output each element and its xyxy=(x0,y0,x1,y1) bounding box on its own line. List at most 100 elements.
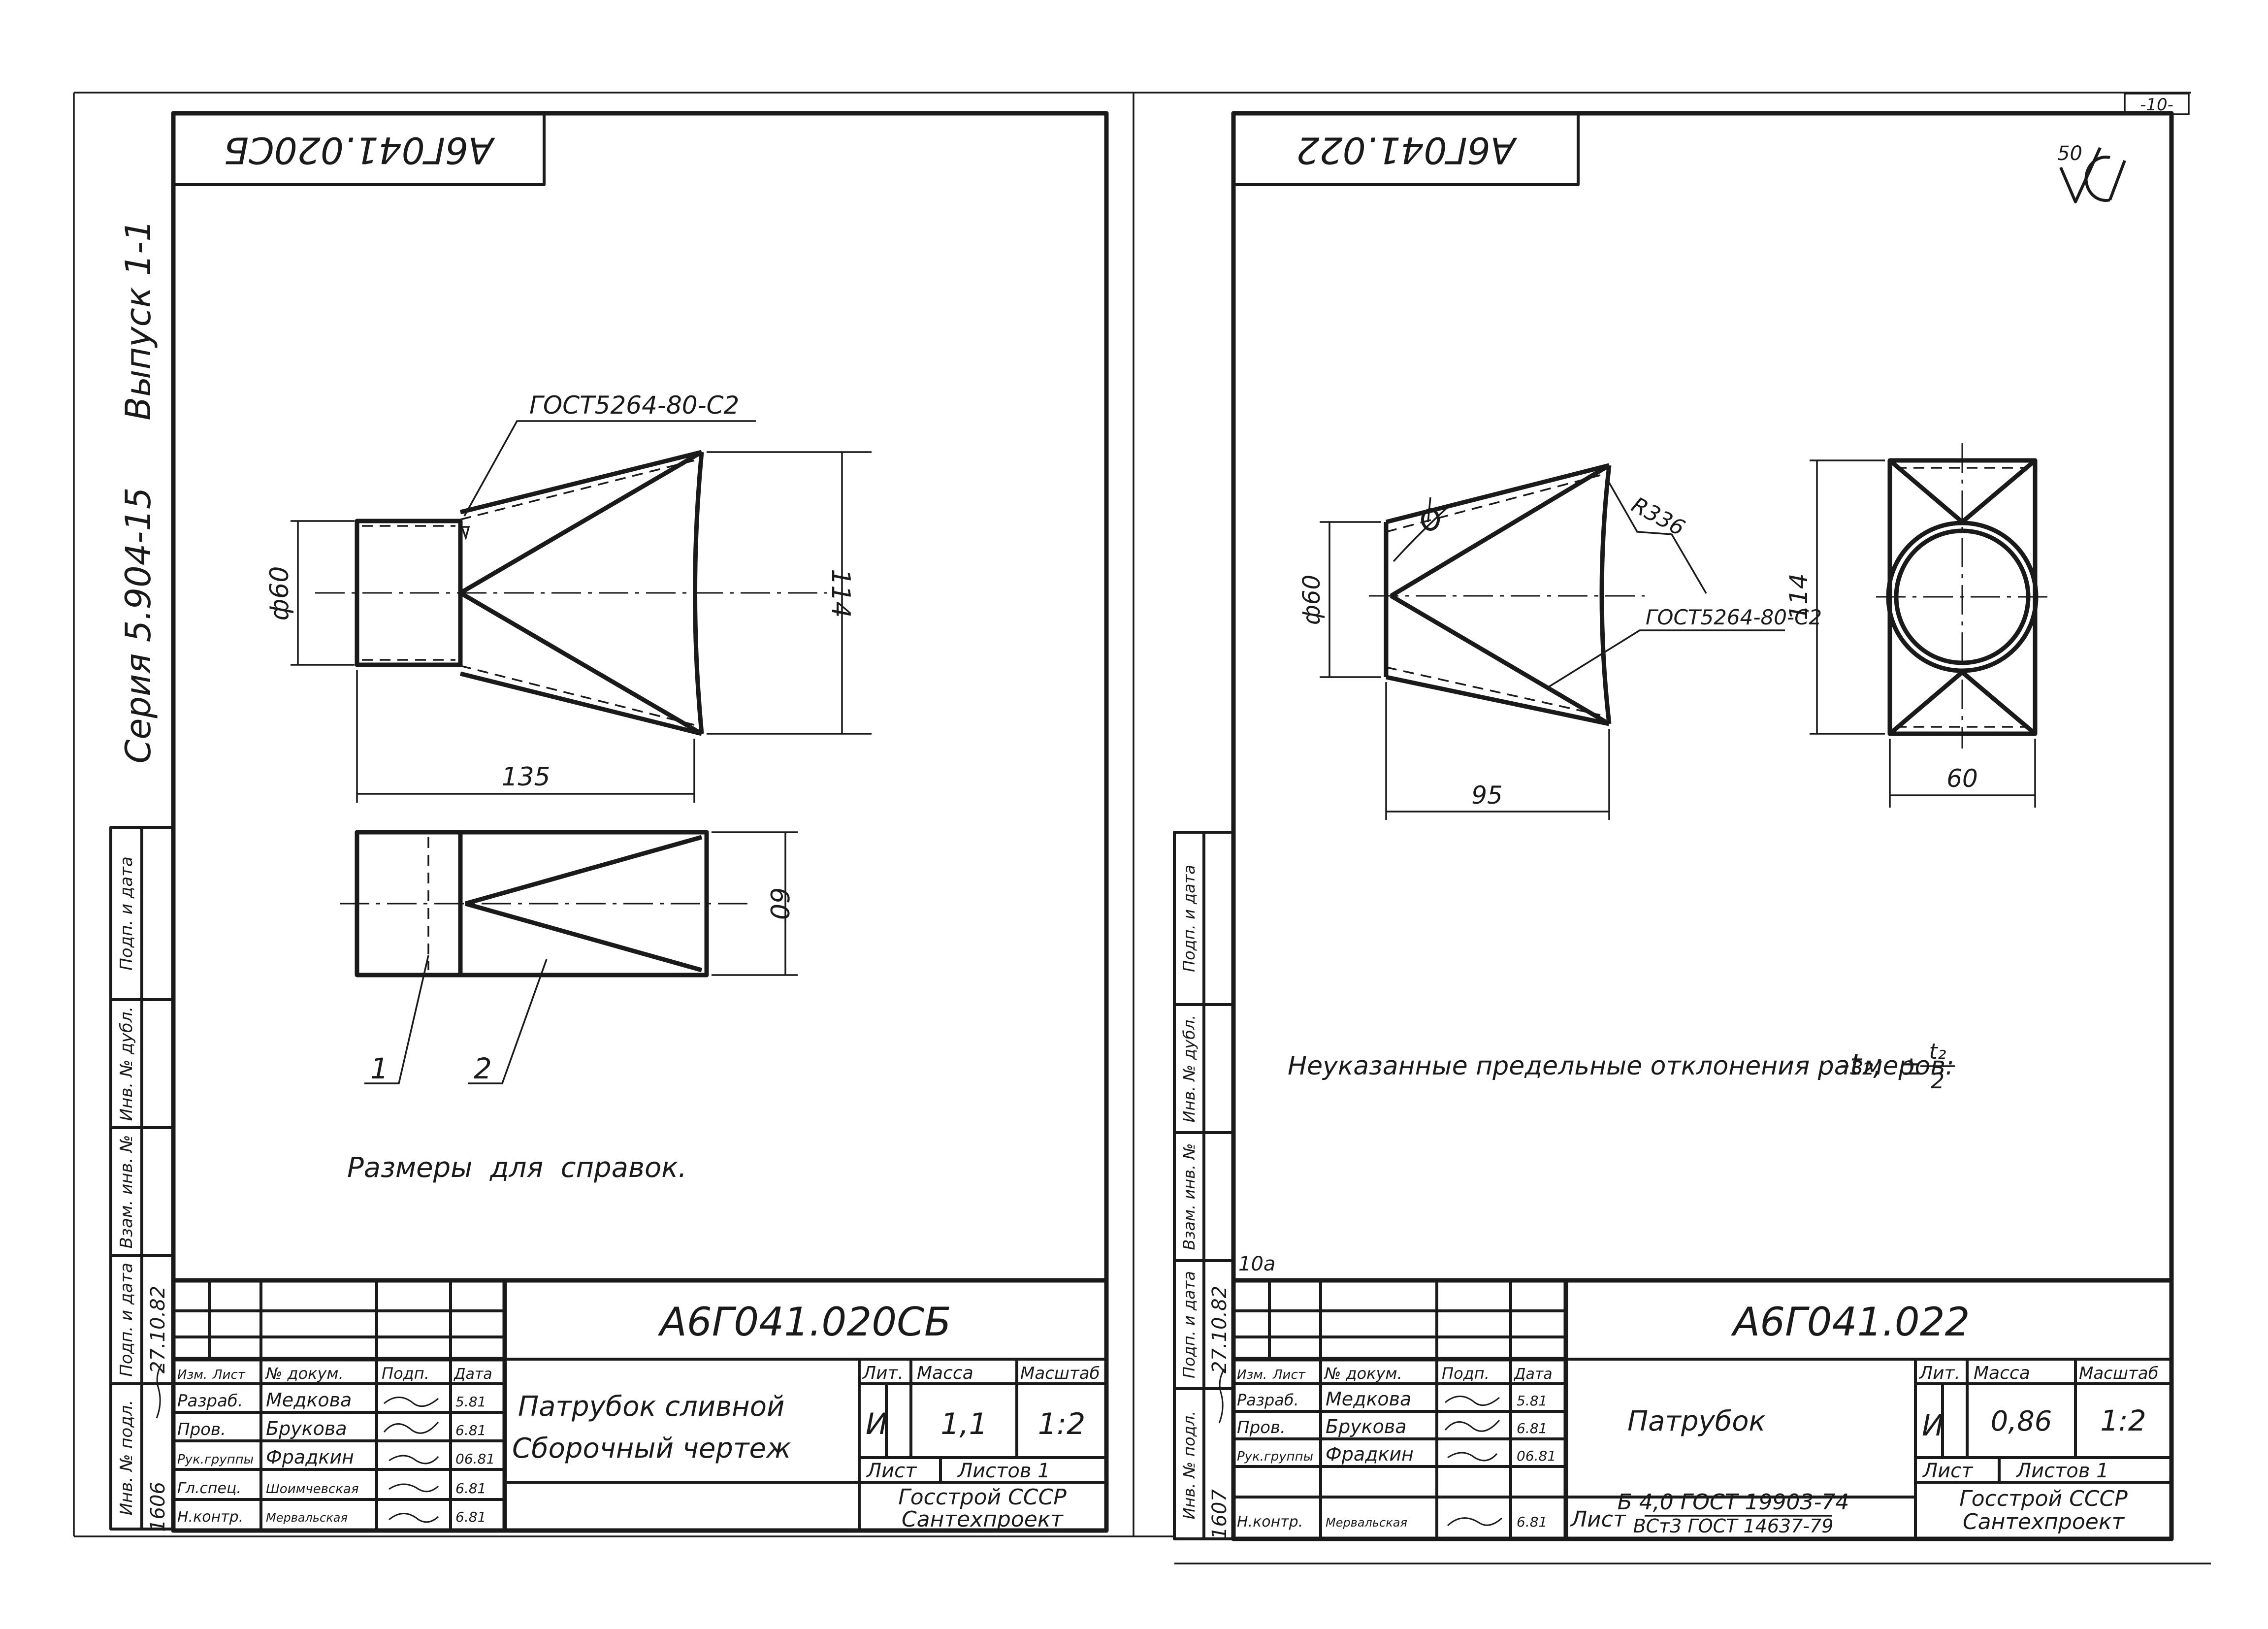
left-dim-dia: ф60 xyxy=(265,566,294,621)
right-tb-name-1: Медкова xyxy=(1326,1388,1411,1410)
right-tb-scale-label: Масштаб xyxy=(2079,1364,2159,1383)
left-callout-leader-1 xyxy=(364,955,429,1084)
left-tb-mass: 1,1 xyxy=(940,1407,987,1441)
left-tb-sheets-label: Листов 1 xyxy=(957,1460,1050,1482)
left-frame xyxy=(171,111,1109,1533)
left-sheet: А6Г041.020СБ Серия 5.904-15 Выпуск 1-1 П… xyxy=(73,92,1174,1537)
right-dimensions-front xyxy=(1320,521,1610,820)
left-tb-signature-5 xyxy=(389,1513,439,1523)
left-tb-code: А6Г041.020СБ xyxy=(657,1299,951,1345)
left-stamp-label-2: Инв. № дубл. xyxy=(117,1007,136,1121)
left-tb-mass-label: Масса xyxy=(917,1363,973,1383)
left-tb-role-2: Пров. xyxy=(177,1420,226,1439)
left-tb-date-4: 6.81 xyxy=(455,1480,486,1497)
left-code-top: А6Г041.020СБ xyxy=(224,129,495,171)
left-stamp-signature xyxy=(156,1364,162,1419)
left-tb-name-2: Брукова xyxy=(266,1418,347,1439)
left-tb-date-1: 5.81 xyxy=(455,1394,486,1410)
right-tolerance-num: t₂ xyxy=(1929,1039,1946,1064)
left-tb-head-sign: Подп. xyxy=(382,1364,429,1383)
right-dim-dia: ф60 xyxy=(1298,575,1326,625)
right-dim-width: 60 xyxy=(1946,764,1978,793)
right-dim-length: 95 xyxy=(1471,781,1503,810)
right-tolerance-sign: ± xyxy=(1901,1051,1922,1081)
right-roughness-value: 50 xyxy=(2057,142,2082,165)
left-weld-leader xyxy=(463,420,756,517)
right-tb-lit-label: Лит. xyxy=(1918,1363,1960,1383)
left-stamp-label-1: Подп. и дата xyxy=(117,856,136,971)
left-tb-head-date: Дата xyxy=(453,1366,492,1383)
right-tb-head-doc: № докум. xyxy=(1324,1364,1402,1383)
left-tb-scale: 1:2 xyxy=(1038,1407,1086,1441)
right-tb-signature-2 xyxy=(1444,1420,1500,1432)
left-reference-note: Размеры для справок. xyxy=(347,1152,687,1184)
right-tb-head-list: Лист xyxy=(1272,1368,1306,1382)
left-code-box xyxy=(173,113,546,186)
left-stamp-date: 27.10.82 xyxy=(147,1286,169,1373)
right-tb-signature-3 xyxy=(1447,1452,1498,1462)
right-tb-name-3: Фрадкин xyxy=(1326,1443,1414,1465)
right-tb-org-1: Госстрой СССР xyxy=(1959,1486,2128,1511)
left-weld-note: ГОСТ5264-80-С2 xyxy=(529,391,739,420)
left-tb-name-3: Фрадкин xyxy=(266,1446,354,1468)
right-tb-signature-4 xyxy=(1447,1517,1502,1527)
left-tb-name-4: Шоимчевская xyxy=(266,1482,358,1497)
right-corner-mark: -10- xyxy=(2140,95,2173,115)
right-tb-mass: 0,86 xyxy=(1991,1405,2052,1437)
right-tolerance-note: Неуказанные предельные отклонения размер… xyxy=(1288,1051,1954,1081)
right-tb-name-4: Мервальская xyxy=(1326,1516,1407,1530)
left-dim-length: 135 xyxy=(501,762,550,792)
roughness-symbol xyxy=(2059,147,2126,203)
right-tb-signature-1 xyxy=(1445,1396,1500,1406)
left-callout-leader-2 xyxy=(468,959,548,1084)
right-weld-note: ГОСТ5264-80-С2 xyxy=(1646,605,1822,629)
right-tb-sheets-label: Листов 1 xyxy=(2015,1460,2109,1482)
right-stamp-label-1: Подп. и дата xyxy=(1180,865,1199,972)
right-tb-date-1: 5.81 xyxy=(1517,1393,1547,1409)
left-callout-1: 1 xyxy=(370,1052,389,1085)
right-tb-date-2: 6.81 xyxy=(1517,1420,1547,1436)
left-stamp-label-5: Инв. № подл. xyxy=(117,1400,136,1516)
right-stamp-signature xyxy=(1218,1368,1225,1424)
right-corner-box xyxy=(2124,93,2190,115)
right-sheet: -10- А6Г041.022 50 Подп. и дата Инв. № д… xyxy=(1134,92,2211,1564)
left-tb-scale-label: Масштаб xyxy=(1020,1364,1100,1383)
right-tb-date-3: 06.81 xyxy=(1517,1448,1556,1464)
right-stamp-label-4: Подп. и дата xyxy=(1180,1271,1199,1378)
right-stamp-date: 27.10.82 xyxy=(1208,1286,1231,1373)
right-tb-material-2: ВСт3 ГОСТ 14637-79 xyxy=(1633,1515,1834,1537)
right-page-num: 10а xyxy=(1238,1253,1275,1275)
right-code-top: А6Г041.022 xyxy=(1296,129,1518,171)
right-tb-head-sign: Подп. xyxy=(1442,1364,1490,1383)
right-stamp-inv: 1607 xyxy=(1208,1489,1231,1539)
left-callout-2: 2 xyxy=(474,1052,492,1085)
right-tb-name-2: Брукова xyxy=(1326,1416,1407,1437)
left-tb-date-5: 6.81 xyxy=(455,1509,486,1525)
right-view-front xyxy=(1369,463,1785,726)
right-tb-code: А6Г041.022 xyxy=(1730,1299,1970,1345)
left-issue-label: Выпуск 1-1 xyxy=(118,220,159,421)
right-tb-material-1: Б 4,0 ГОСТ 19903-74 xyxy=(1618,1490,1849,1515)
left-tb-org-1: Госстрой СССР xyxy=(898,1485,1067,1510)
right-tb-date-4: 6.81 xyxy=(1517,1514,1547,1530)
left-tb-name: Патрубок сливной xyxy=(518,1391,784,1423)
right-stamp-label-3: Взам. инв. № xyxy=(1180,1143,1199,1250)
left-side-stamp: Подп. и дата Инв. № дубл. Взам. инв. № П… xyxy=(109,826,175,1532)
left-tb-name-5: Мервальская xyxy=(266,1511,348,1525)
right-tb-material-prefix: Лист xyxy=(1570,1507,1626,1532)
left-tb-lit-label: Лит. xyxy=(862,1363,904,1383)
right-tolerance-t: -t₂; xyxy=(1839,1047,1883,1082)
left-tb-signature-2 xyxy=(383,1422,439,1434)
right-code-box xyxy=(1233,113,1580,186)
right-frame xyxy=(1231,111,2174,1541)
right-tb-sheet-label: Лист xyxy=(1922,1460,1974,1482)
right-tb-role-1: Разраб. xyxy=(1237,1391,1299,1409)
left-tb-role-5: Н.контр. xyxy=(177,1508,243,1526)
left-tb-doc-type: Сборочный чертеж xyxy=(512,1433,791,1465)
right-side-stamp: Подп. и дата Инв. № дубл. Взам. инв. № П… xyxy=(1173,831,1235,1540)
left-tb-signature-4 xyxy=(389,1483,439,1493)
left-dimensions xyxy=(291,451,872,803)
left-tb-head-izm: Изм. xyxy=(177,1368,207,1382)
left-tb-signature-3 xyxy=(389,1455,439,1465)
